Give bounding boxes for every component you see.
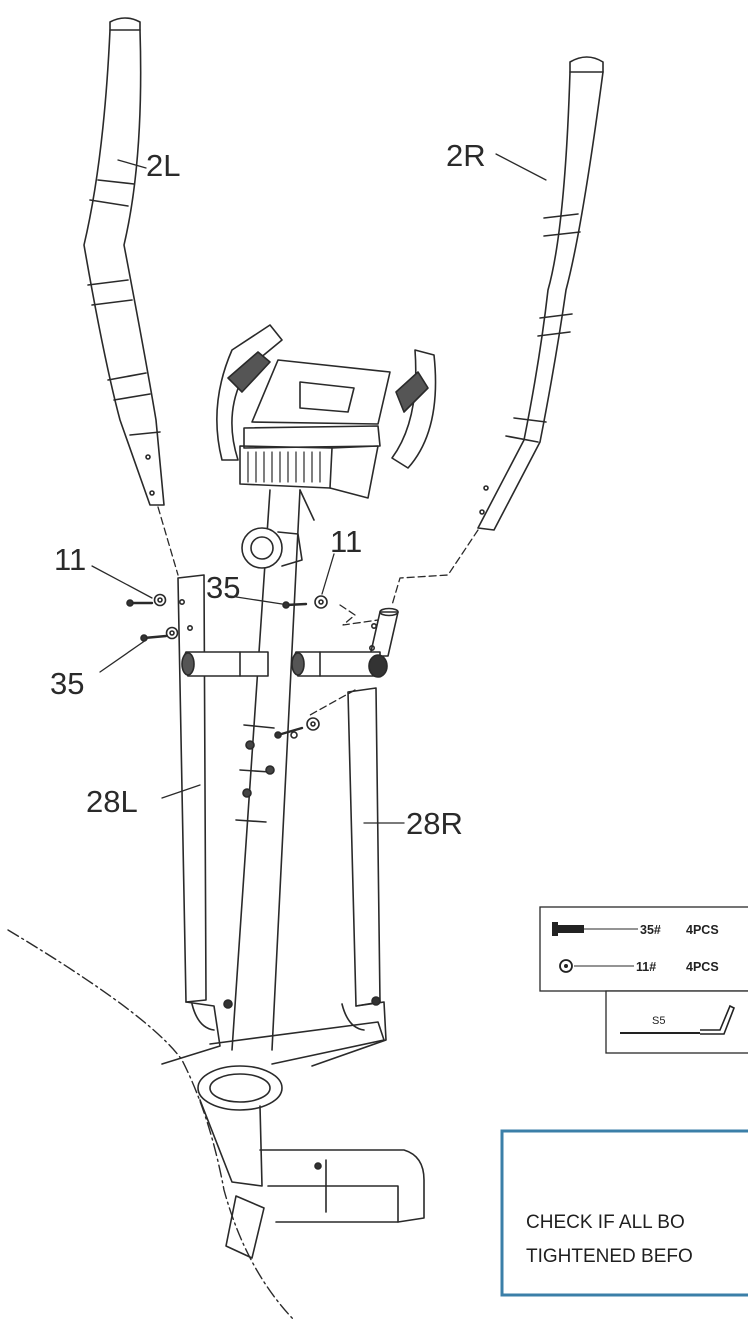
leader-lines — [157, 506, 479, 716]
note-line-2: TIGHTENED BEFO — [526, 1246, 693, 1267]
bolt-icon — [552, 922, 584, 936]
label-28r: 28R — [406, 806, 463, 841]
note-box: CHECK IF ALL BO TIGHTENED BEFO — [500, 1129, 748, 1297]
hardware-box: 35# 4PCS 11# 4PCS S5 — [539, 906, 748, 1054]
note-line-1: CHECK IF ALL BO — [526, 1212, 685, 1233]
tool-code: S5 — [652, 1015, 665, 1027]
bolt-code: 35# — [640, 923, 661, 937]
washer-icon — [559, 959, 573, 973]
label-35-right: 35 — [206, 570, 240, 605]
base-frame — [161, 996, 425, 1259]
bolt-qty: 4PCS — [686, 923, 719, 937]
main-post — [231, 489, 315, 1051]
label-11-left: 11 — [54, 542, 86, 577]
label-leaders — [91, 153, 547, 824]
tension-knob — [241, 527, 303, 569]
arm-right — [291, 607, 399, 1007]
label-11-right: 11 — [330, 524, 362, 559]
washer-qty: 4PCS — [686, 960, 719, 974]
label-28l: 28L — [86, 784, 138, 819]
handlebar-right — [477, 56, 604, 531]
washer-code: 11# — [636, 960, 656, 974]
flywheel-cover-arc — [7, 929, 295, 1321]
hex-key-icon — [620, 1004, 736, 1035]
label-2l: 2L — [146, 148, 180, 183]
label-2r: 2R — [446, 138, 486, 173]
label-35-left: 35 — [50, 666, 84, 701]
arm-left — [177, 574, 269, 1003]
console — [216, 324, 437, 499]
handlebar-left — [83, 17, 165, 506]
